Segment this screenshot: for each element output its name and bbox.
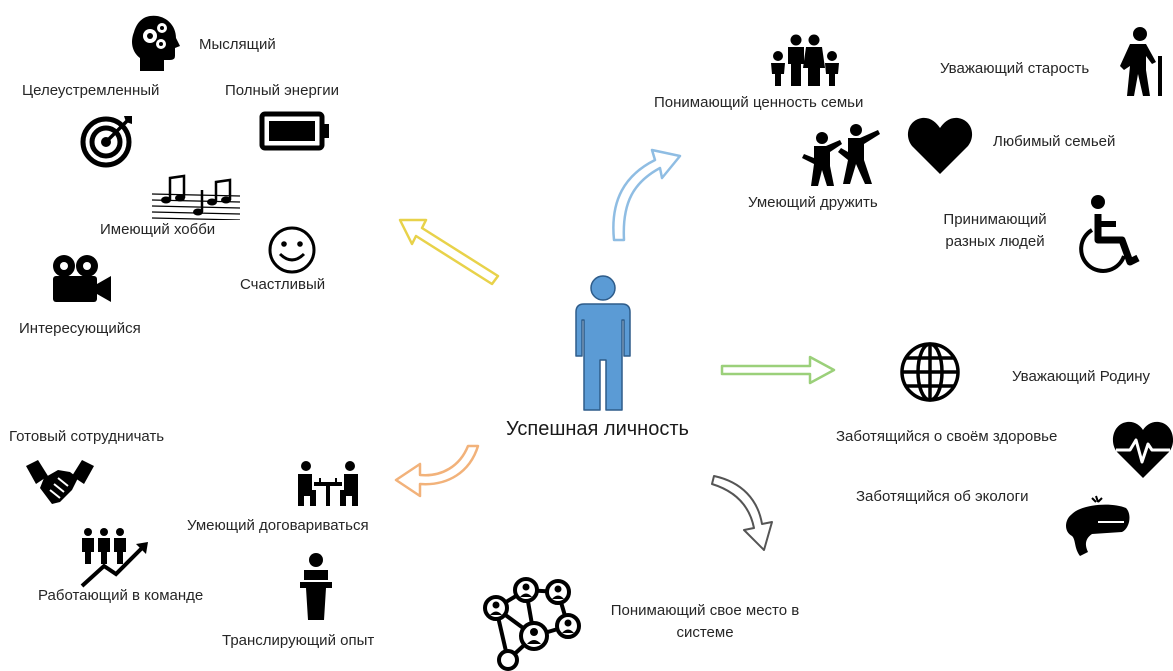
- handshake-icon: [26, 460, 94, 504]
- network-people-icon: [483, 577, 581, 671]
- label-loved-family: Любимый семьей: [993, 133, 1116, 150]
- music-notes-icon: [151, 174, 241, 220]
- person-icon: [575, 275, 631, 411]
- label-cooperate: Готовый сотрудничать: [9, 428, 165, 445]
- target-icon: [80, 116, 132, 168]
- heart-icon: [907, 117, 973, 174]
- arrow-to-civic-traits: [720, 355, 836, 385]
- center-label: Успешная личность: [506, 418, 689, 440]
- label-family-value: Понимающий ценность семьи: [654, 94, 864, 111]
- label-health: Заботящийся о своём здоровье: [836, 428, 1058, 445]
- arrow-to-system-traits: [711, 475, 773, 551]
- label-friendly: Умеющий дружить: [748, 194, 878, 211]
- arrow-to-social-traits: [394, 444, 480, 498]
- elderly-person-icon: [1120, 27, 1162, 96]
- label-accepting: Принимающий разных людей: [943, 211, 1047, 250]
- family-icon: [771, 34, 839, 86]
- wheelchair-icon: [1079, 195, 1140, 273]
- globe-icon: [900, 342, 960, 402]
- smiley-icon: [268, 226, 316, 274]
- label-happy: Счастливый: [240, 276, 326, 293]
- movie-camera-icon: [53, 255, 111, 302]
- team-growth-icon: [80, 528, 148, 588]
- arrow-to-personal-traits: [398, 218, 500, 286]
- friends-dancing-icon: [802, 124, 880, 186]
- heartbeat-icon: [1112, 421, 1173, 478]
- whale-icon: [1066, 495, 1130, 556]
- label-respect-age: Уважающий старость: [940, 60, 1090, 77]
- label-experience: Транслирующий опыт: [222, 632, 375, 649]
- speaker-podium-icon: [300, 553, 332, 620]
- label-curious: Интересующийся: [19, 320, 141, 337]
- label-ecology: Заботящийся об экологи: [856, 488, 1029, 505]
- label-negotiate: Умеющий договариваться: [187, 517, 369, 534]
- battery-icon: [259, 111, 329, 151]
- label-thinking: Мыслящий: [199, 36, 276, 53]
- meeting-table-icon: [298, 461, 358, 506]
- label-homeland: Уважающий Родину: [1012, 368, 1150, 385]
- label-system-place: Понимающий свое место в системе: [610, 602, 800, 641]
- head-gears-icon: [132, 15, 180, 71]
- label-hobby: Имеющий хобби: [100, 221, 216, 238]
- label-teamwork: Работающий в команде: [38, 587, 204, 604]
- label-purposeful: Целеустремленный: [22, 82, 160, 99]
- arrow-to-family-traits: [612, 148, 682, 242]
- label-energetic: Полный энергии: [225, 82, 340, 99]
